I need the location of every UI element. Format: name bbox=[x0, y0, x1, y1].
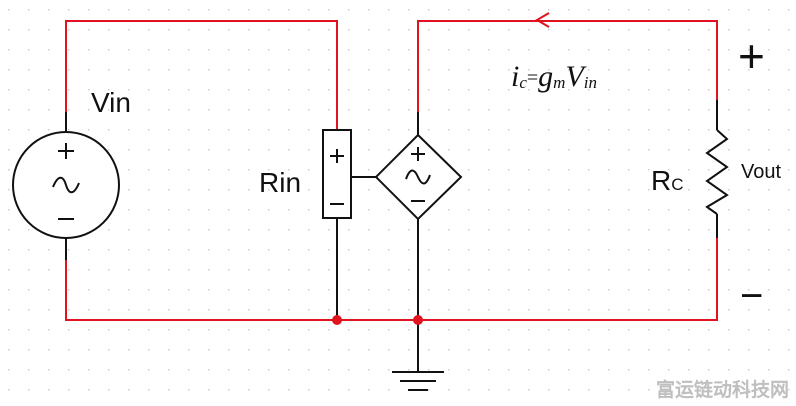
input-loop-wire bbox=[65, 20, 718, 321]
rc-resistor bbox=[705, 129, 729, 215]
vout-minus-sign: − bbox=[740, 274, 763, 318]
ac-sine-icon bbox=[52, 176, 80, 194]
junction-nodes bbox=[332, 315, 423, 325]
component-leads bbox=[65, 100, 718, 372]
junction-node bbox=[413, 315, 423, 325]
ac-sine-icon bbox=[405, 169, 431, 185]
vin-label: Vin bbox=[91, 87, 131, 118]
junction-node bbox=[332, 315, 342, 325]
watermark: 富运链动科技网 bbox=[656, 378, 789, 401]
ground-icon bbox=[392, 371, 444, 391]
dot-grid bbox=[8, 9, 790, 391]
current-arrow-icon bbox=[535, 12, 550, 28]
vout-label: Vout bbox=[741, 161, 781, 183]
rin-label: Rin bbox=[259, 167, 301, 198]
current-equation: ic=gmVin bbox=[511, 60, 597, 93]
rin-resistor bbox=[322, 129, 352, 219]
vout-plus-sign: + bbox=[738, 30, 765, 82]
rc-label: RC bbox=[651, 165, 684, 196]
dependent-source bbox=[374, 133, 463, 221]
vin-voltage-source bbox=[12, 131, 120, 239]
